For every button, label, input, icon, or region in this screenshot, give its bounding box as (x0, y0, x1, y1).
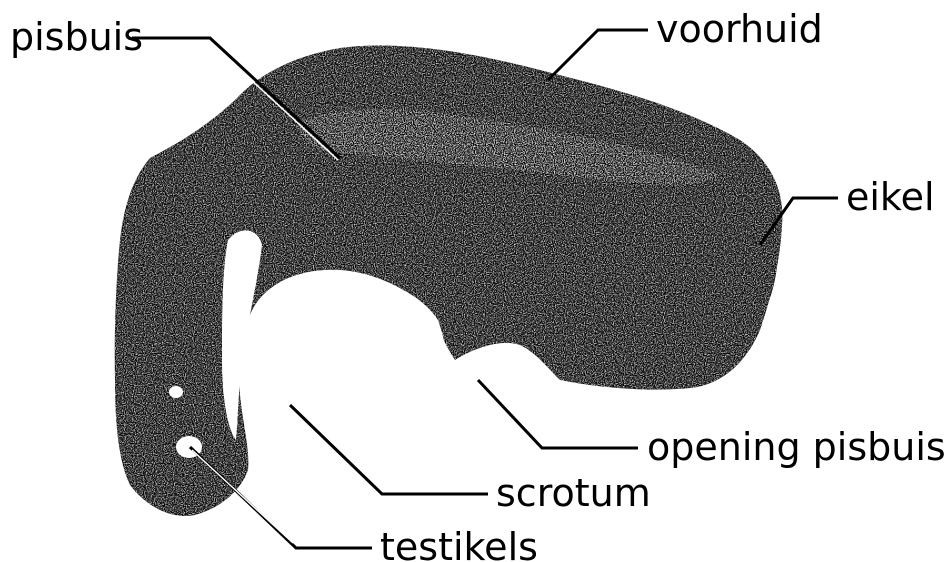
leader-opening-pisbuis (478, 380, 638, 448)
label-opening-pisbuis: opening pisbuis (647, 425, 946, 469)
label-testikels: testikels (380, 525, 538, 562)
label-voorhuid: voorhuid (656, 7, 823, 51)
label-eikel: eikel (846, 175, 935, 219)
leader-scrotum (290, 405, 488, 494)
leader-voorhuid (548, 30, 648, 80)
label-scrotum: scrotum (496, 471, 651, 515)
label-pisbuis: pisbuis (10, 15, 143, 59)
testicle-spot-small (169, 386, 183, 398)
